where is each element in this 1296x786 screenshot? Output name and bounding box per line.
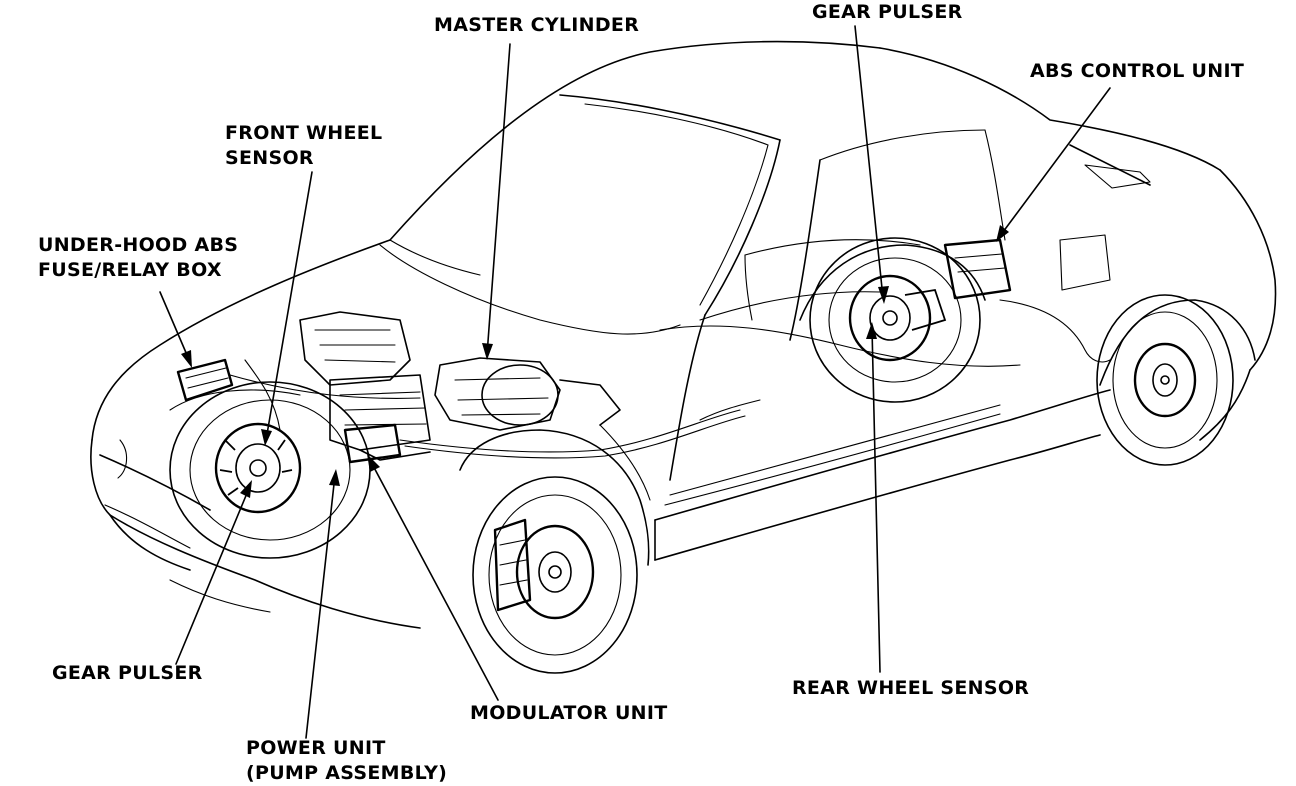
leader-lines (159, 25, 1111, 739)
rear-wheel-sensor-text: REAR WHEEL SENSOR (792, 677, 1030, 699)
label-abs-control-unit: ABS CONTROL UNIT (1030, 59, 1244, 84)
gear-pulser-top-text: GEAR PULSER (812, 1, 963, 23)
label-underhood-fuse-relay-box: UNDER-HOOD ABS FUSE/RELAY BOX (38, 233, 238, 283)
abs-control-box (943, 238, 1012, 300)
master-cylinder-text: MASTER CYLINDER (434, 14, 640, 36)
front-right-wheel (472, 476, 638, 674)
power-unit-line2: (PUMP ASSEMBLY) (246, 762, 448, 784)
fuse-relay-box (176, 358, 234, 402)
power-unit-line1: POWER UNIT (246, 737, 386, 759)
label-rear-wheel-sensor: REAR WHEEL SENSOR (792, 676, 1029, 701)
rear-left-wheel (809, 237, 981, 403)
front-wheel-sensor-line2: SENSOR (225, 147, 314, 169)
label-power-unit: POWER UNIT (PUMP ASSEMBLY) (246, 736, 447, 786)
car-body (90, 40, 1277, 629)
label-modulator-unit: MODULATOR UNIT (470, 701, 668, 726)
label-front-wheel-sensor: FRONT WHEEL SENSOR (225, 121, 382, 171)
label-gear-pulser-top: GEAR PULSER (812, 0, 963, 25)
underhood-box-line2: FUSE/RELAY BOX (38, 259, 222, 281)
modulator-unit-text: MODULATOR UNIT (470, 702, 668, 724)
master-cylinder-body (434, 357, 561, 431)
front-wheel-sensor-line1: FRONT WHEEL (225, 122, 383, 144)
label-master-cylinder: MASTER CYLINDER (434, 13, 639, 38)
modulator-block (343, 423, 402, 464)
label-gear-pulser-bottom: GEAR PULSER (52, 661, 203, 686)
rear-right-wheel (1096, 294, 1234, 466)
gear-pulser-bottom-text: GEAR PULSER (52, 662, 203, 684)
front-left-wheel (169, 381, 371, 559)
engine-bay-components (176, 238, 1111, 501)
underhood-box-line1: UNDER-HOOD ABS (38, 234, 239, 256)
abs-control-unit-text: ABS CONTROL UNIT (1030, 60, 1245, 82)
